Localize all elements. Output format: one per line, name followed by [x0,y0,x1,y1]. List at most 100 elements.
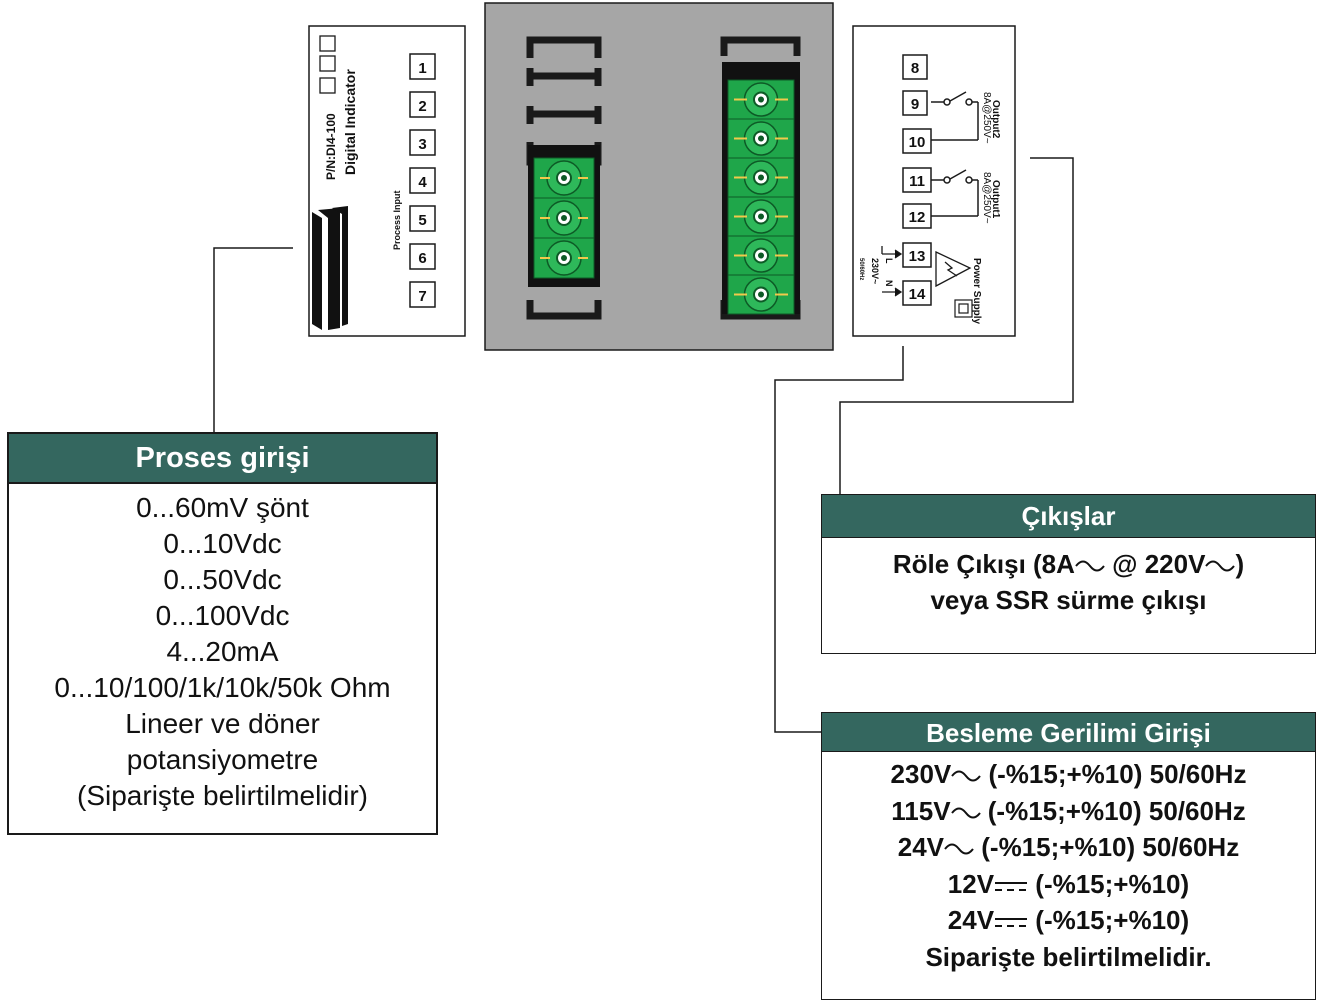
supply-voltage-row: 230V (-%15;+%10) 50/60Hz [822,756,1315,793]
option-squares [319,35,336,94]
terminal-number: 14 [909,286,926,303]
output1-label: Output1 [990,180,1001,219]
terminal-number: 13 [909,248,926,265]
supply-voltage-row: 12V (-%15;+%10) [822,866,1315,903]
terminal-9: 9 [902,90,928,116]
outputs-header: Çıkışlar [822,495,1315,538]
process-input-item: potansiyometre [126,744,319,775]
outputs-box: Çıkışlar Röle Çıkışı (8A @ 220V) veya SS… [821,494,1316,654]
voltage-tolerance: (-%15;+%10) 50/60Hz [981,759,1247,789]
supply-voltage-row: 24V (-%15;+%10) [822,902,1315,939]
terminal-number: 12 [909,209,926,226]
supply-order-note: Siparişte belirtilmelidir. [925,941,1212,972]
ac-symbol-icon [1205,560,1236,572]
terminal-12: 12 [902,203,932,229]
connector-pin [727,79,795,120]
supply-voltage-row: 115V (-%15;+%10) 50/60Hz [822,793,1315,830]
left-green-connector [533,157,595,279]
outputs-line2: veya SSR sürme çıkışı [930,585,1207,615]
voltage-tolerance: (-%15;+%10) [1028,868,1190,899]
process-input-box: Proses girişi 0...60mV şönt 0...10Vdc 0...… [7,432,438,835]
terminal-number: 8 [911,60,919,77]
connector-pin [727,235,795,276]
process-input-item: Lineer ve döner [125,708,320,739]
right-terminal-block: 8 9 10 11 12 13 14 [902,54,932,306]
supply-voltage-header: Besleme Gerilimi Girişi [822,713,1315,752]
supply-voltage-box: Besleme Gerilimi Girişi 230V (-%15;+%10)… [821,712,1316,1000]
leader-line-supply [774,346,904,733]
process-input-header: Proses girişi [9,434,436,484]
terminal-1: 1 [409,53,436,80]
voltage-value: 230V [890,759,952,789]
process-input-item: 0...10/100/1k/10k/50k Ohm [54,672,391,703]
voltage-value: 24V [947,905,995,935]
ac-symbol-icon [950,807,981,819]
process-input-item: 4...20mA [166,636,279,667]
process-input-item: (Siparişte belirtilmelidir) [77,780,368,811]
terminal-8: 8 [902,54,928,80]
terminal-number: 5 [418,212,426,229]
process-input-item: 0...50Vdc [163,564,282,595]
process-input-item: 0...60mV şönt [136,492,309,523]
brand-logo-icon [312,206,348,330]
output2-rating: 8A@250V~ [981,92,992,144]
relay-contacts [931,91,979,217]
output2-label: Output2 [990,100,1001,139]
relay-output-text: Röle Çıkışı (8A [892,549,1075,579]
connector-lines [213,157,1074,733]
dc-symbol-icon [995,881,1028,891]
part-number-label: P/N:DI4-100 [324,113,338,180]
terminal-number: 2 [418,98,426,115]
terminal-number: 11 [909,173,925,190]
supply-voltage-row: 24V (-%15;+%10) 50/60Hz [822,829,1315,866]
terminal-number: 1 [418,60,426,77]
terminal-number: 6 [418,250,426,267]
left-terminal-block: 1 2 3 4 5 6 7 [409,53,436,308]
high-voltage-warning-icon [935,250,972,288]
power-arrows [881,246,903,297]
supply-voltage-label: 230V~ [870,258,880,284]
terminal-10: 10 [902,128,932,154]
terminal-number: 7 [418,288,426,305]
connector-pin [727,274,795,315]
connector-pin [727,118,795,159]
outputs-description: Röle Çıkışı (8A @ 220V) veya SSR sürme ç… [822,538,1315,618]
terminal-5: 5 [409,205,436,232]
terminal-11: 11 [902,167,932,193]
leader-line-outputs [839,157,1074,494]
output1-rating: 8A@250V~ [981,172,992,224]
terminal-number: 10 [909,134,926,151]
terminal-14: 14 [902,280,932,306]
leader-line-process [213,247,293,432]
closing-paren: ) [1235,549,1245,579]
process-input-label: Process Input [392,190,402,250]
voltage-value: 24V [897,832,945,862]
live-label: L [884,258,894,264]
terminal-6: 6 [409,243,436,270]
ac-symbol-icon [944,843,974,855]
connector-pin [727,196,795,237]
terminal-3: 3 [409,129,436,156]
terminal-number: 4 [418,174,427,191]
dc-symbol-icon [995,918,1028,928]
voltage-value: 115V [891,795,951,826]
terminal-13: 13 [902,242,932,268]
connector-pin [533,197,595,239]
terminal-2: 2 [409,91,436,118]
terminal-number: 3 [418,136,426,153]
ac-symbol-icon [951,770,982,782]
device-title-label: Digital Indicator [342,69,358,175]
process-input-item: 0...10Vdc [163,528,282,559]
terminal-4: 4 [409,167,436,194]
voltage-tolerance: (-%15;+%10) [1028,905,1190,935]
voltage-value: 12V [947,868,995,899]
connector-pin [533,237,595,279]
right-panel: 8 9 10 11 12 13 14 Output2 8A@250V~ Output1 8A… [852,25,1016,337]
ac-symbol-icon [1075,560,1105,572]
left-panel: P/N:DI4-100 Digital Indicator Process In… [308,25,466,337]
neutral-label: N [884,280,894,287]
connector-pin [727,157,795,198]
